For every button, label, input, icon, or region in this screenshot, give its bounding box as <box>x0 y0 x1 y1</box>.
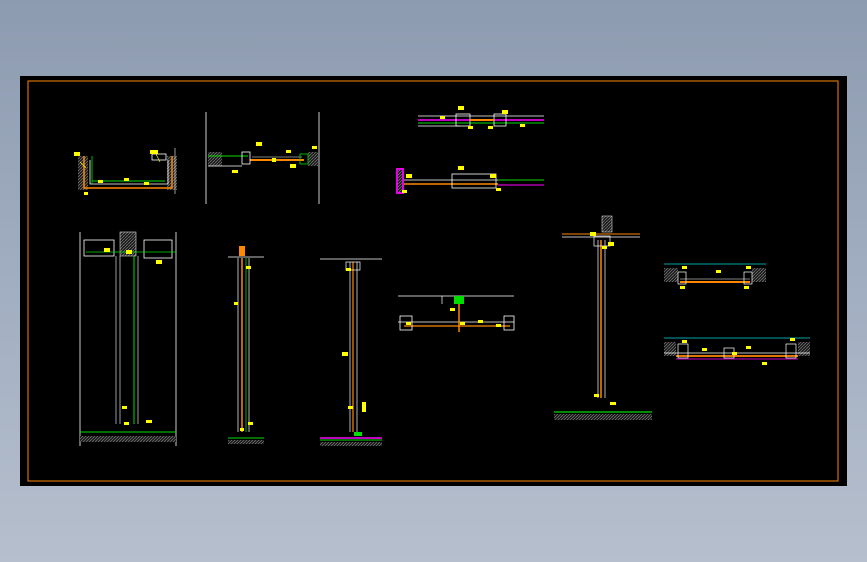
section-detail-4[interactable] <box>554 215 652 420</box>
section-detail-2[interactable] <box>228 246 264 444</box>
plan-detail-2[interactable] <box>205 112 320 204</box>
drawing-frame <box>27 80 839 482</box>
cad-drawing-canvas[interactable] <box>20 76 847 486</box>
cad-drawing <box>27 80 839 482</box>
plan-detail-5[interactable] <box>398 295 515 332</box>
plan-detail-7[interactable] <box>664 337 810 365</box>
plan-detail-4[interactable] <box>396 166 544 194</box>
section-detail-1[interactable] <box>79 231 177 446</box>
plan-detail-6[interactable] <box>664 263 766 289</box>
section-detail-3[interactable] <box>320 258 382 446</box>
plan-detail-1[interactable] <box>74 148 177 195</box>
plan-detail-3[interactable] <box>418 106 544 129</box>
